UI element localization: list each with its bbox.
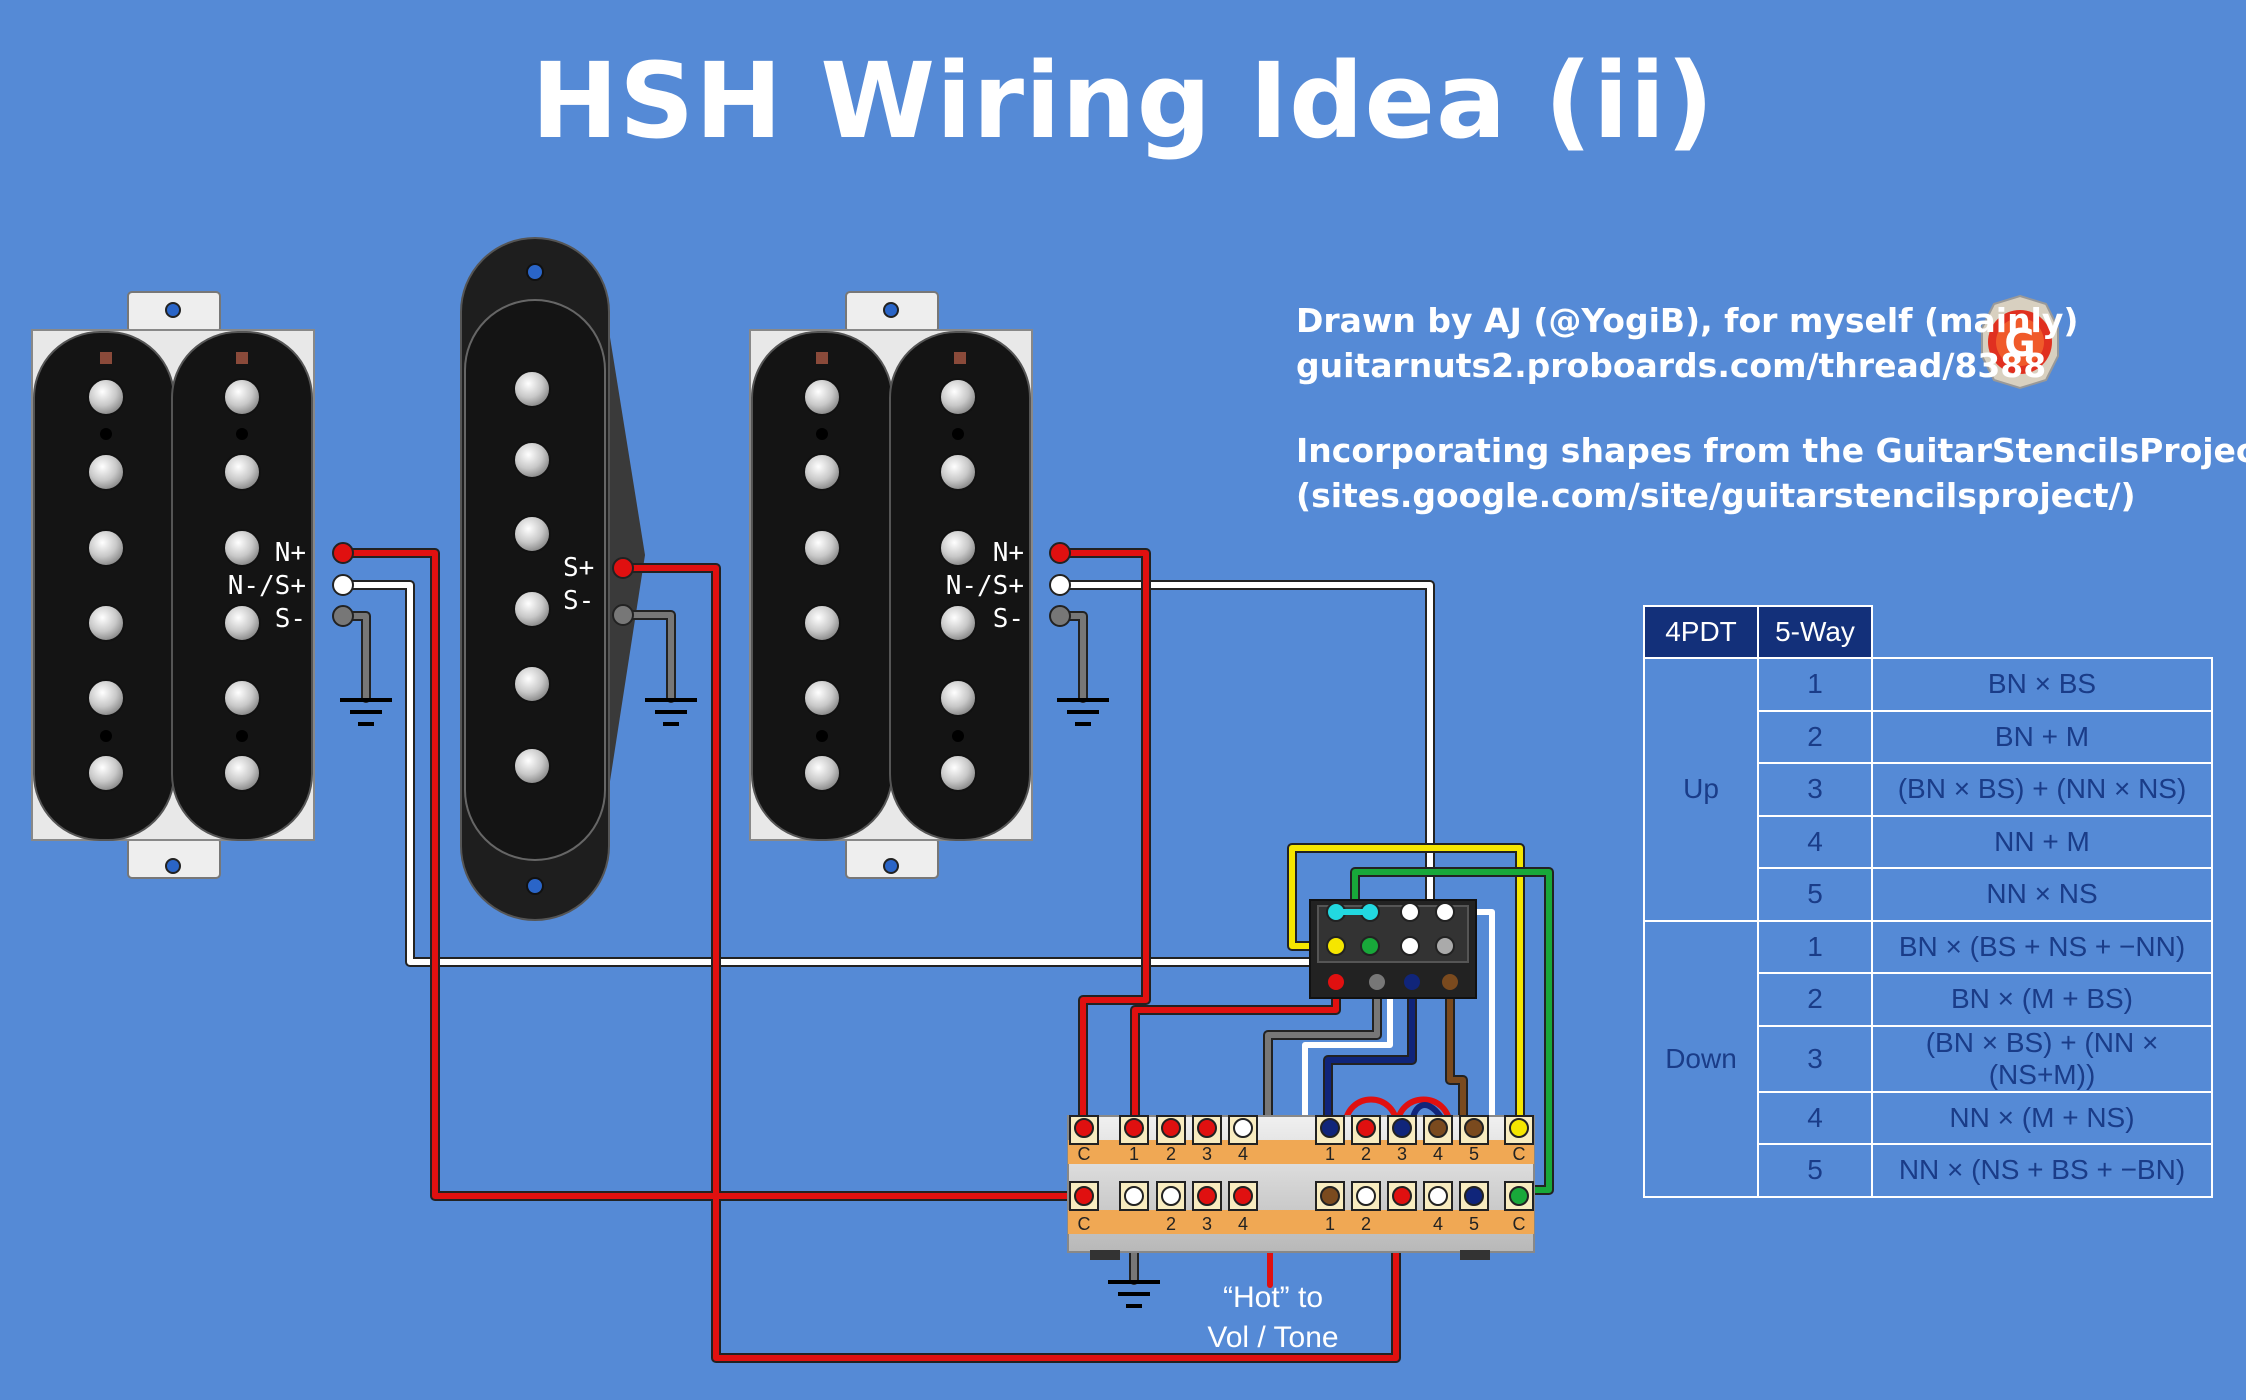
table-header-5way: 5-Way xyxy=(1757,605,1873,659)
neck-labels: N+ N-/S+ S- xyxy=(196,537,306,636)
table-row: Up 1 BN × BS xyxy=(1643,657,2213,922)
bridge-label-s-minus: S- xyxy=(992,604,1024,634)
table-row: 2 BN × (M + BS) xyxy=(1644,972,2213,1027)
switch-table: 4PDT 5-Way Up 1 BN × BS 2 BN + M 3 (BN ×… xyxy=(1643,605,2213,1198)
position-cell: 1 xyxy=(1757,657,1873,712)
middle-label-s-minus: S- xyxy=(563,586,595,616)
credits: Drawn by AJ (@YogiB), for myself (mainly… xyxy=(1296,298,2246,518)
switch-num: 1 xyxy=(1325,1214,1335,1234)
table-row: 4 NN × (M + NS) xyxy=(1644,1090,2213,1145)
position-cell: 5 xyxy=(1757,1143,1873,1198)
switch-num: 3 xyxy=(1202,1144,1212,1164)
neck-label-n-plus: N+ xyxy=(274,538,306,568)
bridge-labels: N+ N-/S+ S- xyxy=(914,537,1024,636)
position-cell: 2 xyxy=(1757,972,1873,1027)
switch-num: 4 xyxy=(1238,1144,1248,1164)
formula-cell: NN × (M + NS) xyxy=(1871,1090,2213,1145)
position-cell: 2 xyxy=(1757,709,1873,764)
formula-cell: NN × NS xyxy=(1871,867,2213,922)
middle-single-coil xyxy=(460,237,645,921)
switch-num: 2 xyxy=(1361,1214,1371,1234)
credit-line: Drawn by AJ (@YogiB), for myself (mainly… xyxy=(1296,301,2079,340)
switch-common-bottom-right: C xyxy=(1513,1214,1526,1234)
formula-cell: BN + M xyxy=(1871,709,2213,764)
formula-cell: NN × (NS + BS + −BN) xyxy=(1871,1143,2213,1198)
formula-cell: BN × (M + BS) xyxy=(1871,972,2213,1027)
hot-note-line2: Vol / Tone xyxy=(1207,1321,1339,1354)
credit-link: (sites.google.com/site/guitarstencilspro… xyxy=(1296,476,2136,515)
middle-labels: S+ S- xyxy=(563,552,594,618)
table-header-4pdt: 4PDT xyxy=(1643,605,1759,659)
table-row: 5 NN × NS xyxy=(1644,867,2213,922)
switch-num: 2 xyxy=(1166,1214,1176,1234)
page-title: HSH Wiring Idea (ii) xyxy=(531,40,1715,162)
position-cell: 1 xyxy=(1757,919,1873,974)
logo-letter: G xyxy=(2004,321,2035,365)
formula-cell: BN × BS xyxy=(1871,657,2213,712)
4pdt-switch xyxy=(1309,899,1477,999)
formula-cell: BN × (BS + NS + −NN) xyxy=(1871,919,2213,974)
guitarnuts-logo: G xyxy=(1981,294,2059,390)
5-way-switch: C C C C 1 2 3 4 1 2 3 4 5 2 3 4 1 2 4 5 xyxy=(1067,1115,1535,1260)
switch-num: 2 xyxy=(1361,1144,1371,1164)
switch-num: 3 xyxy=(1397,1144,1407,1164)
switch-num: 3 xyxy=(1202,1214,1212,1234)
middle-label-s-plus: S+ xyxy=(563,553,595,583)
group-label-up: Up xyxy=(1643,657,1759,922)
credit-line: Incorporating shapes from the GuitarSten… xyxy=(1296,431,2246,470)
neck-label-n-minus-s-plus: N-/S+ xyxy=(227,571,306,601)
switch-common-top-right: C xyxy=(1513,1144,1526,1164)
position-cell: 4 xyxy=(1757,814,1873,869)
switch-num: 5 xyxy=(1469,1144,1479,1164)
ground-symbols xyxy=(340,698,1160,1308)
bridge-humbucker xyxy=(749,291,1033,879)
bridge-label-n-plus: N+ xyxy=(992,538,1024,568)
table-row: 4 NN + M xyxy=(1644,814,2213,869)
table-row: 3 (BN × BS) + (NN × (NS+M)) xyxy=(1644,1024,2213,1093)
switch-common-top: C xyxy=(1078,1144,1091,1164)
switch-num: 5 xyxy=(1469,1214,1479,1234)
formula-cell: (BN × BS) + (NN × NS) xyxy=(1871,762,2213,817)
pickup-terminals xyxy=(332,542,1071,627)
formula-cell: (BN × BS) + (NN × (NS+M)) xyxy=(1871,1024,2213,1093)
hot-note-line1: “Hot” to xyxy=(1222,1281,1324,1314)
table-row: Down 1 BN × (BS + NS + −NN) xyxy=(1643,919,2213,1198)
position-cell: 3 xyxy=(1757,762,1873,817)
position-cell: 5 xyxy=(1757,867,1873,922)
switch-common-bottom: C xyxy=(1078,1214,1091,1234)
switch-num: 2 xyxy=(1166,1144,1176,1164)
switch-num: 4 xyxy=(1238,1214,1248,1234)
switch-num: 4 xyxy=(1433,1144,1443,1164)
table-row: 2 BN + M xyxy=(1644,709,2213,764)
position-cell: 4 xyxy=(1757,1090,1873,1145)
hot-note: “Hot” to Vol / Tone xyxy=(1178,1278,1368,1358)
position-cell: 3 xyxy=(1757,1024,1873,1093)
neck-humbucker xyxy=(31,291,315,879)
table-row: 5 NN × (NS + BS + −BN) xyxy=(1644,1143,2213,1198)
switch-num: 1 xyxy=(1325,1144,1335,1164)
switch-num: 1 xyxy=(1129,1144,1139,1164)
group-label-down: Down xyxy=(1643,919,1759,1198)
switch-num: 4 xyxy=(1433,1214,1443,1234)
bridge-label-n-minus-s-plus: N-/S+ xyxy=(945,571,1024,601)
table-row: 3 (BN × BS) + (NN × NS) xyxy=(1644,762,2213,817)
formula-cell: NN + M xyxy=(1871,814,2213,869)
credit-link: guitarnuts2.proboards.com/thread/8388 xyxy=(1296,346,2047,385)
neck-label-s-minus: S- xyxy=(274,604,306,634)
